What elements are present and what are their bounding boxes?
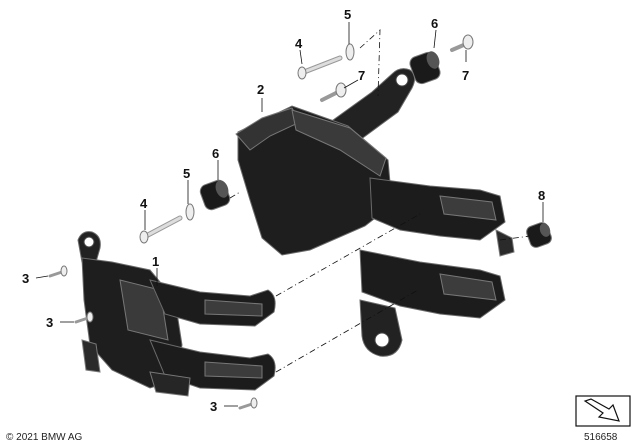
washer-5-lower [185, 203, 195, 221]
document-number: 516658 [584, 432, 618, 443]
callout-3: 3 [46, 315, 53, 330]
callout-5: 5 [183, 166, 190, 181]
washer-5-upper [345, 43, 355, 61]
rubber-bushing-6-upper [409, 51, 441, 85]
screw-3-b [74, 311, 94, 324]
rubber-bushing-6-lower [199, 179, 231, 211]
bolt-4-lower [139, 215, 183, 244]
callout-7: 7 [358, 68, 365, 83]
callout-2: 2 [257, 82, 264, 97]
bracket-2-holder [235, 68, 515, 357]
callout-7: 7 [462, 68, 469, 83]
callout-3: 3 [210, 399, 217, 414]
assembly-lines [229, 29, 531, 373]
callout-6: 6 [212, 146, 219, 161]
diagonal-arrow-box-icon[interactable] [575, 395, 631, 427]
screw-3-a [48, 265, 68, 278]
bolt-4-upper [297, 55, 343, 80]
callout-5: 5 [344, 7, 351, 22]
copyright-text: © 2021 BMW AG [6, 432, 83, 443]
callout-1: 1 [152, 254, 159, 269]
bracket-1-holder [77, 231, 276, 397]
rubber-bushing-8 [526, 222, 552, 248]
callout-3: 3 [22, 271, 29, 286]
screw-7-left [320, 82, 347, 102]
callout-6: 6 [431, 16, 438, 31]
screw-7-right [450, 34, 474, 52]
leader-lines [35, 22, 544, 407]
callout-8: 8 [538, 188, 545, 203]
callout-4: 4 [295, 36, 303, 51]
callout-4: 4 [140, 196, 148, 211]
screw-3-c [238, 397, 258, 410]
